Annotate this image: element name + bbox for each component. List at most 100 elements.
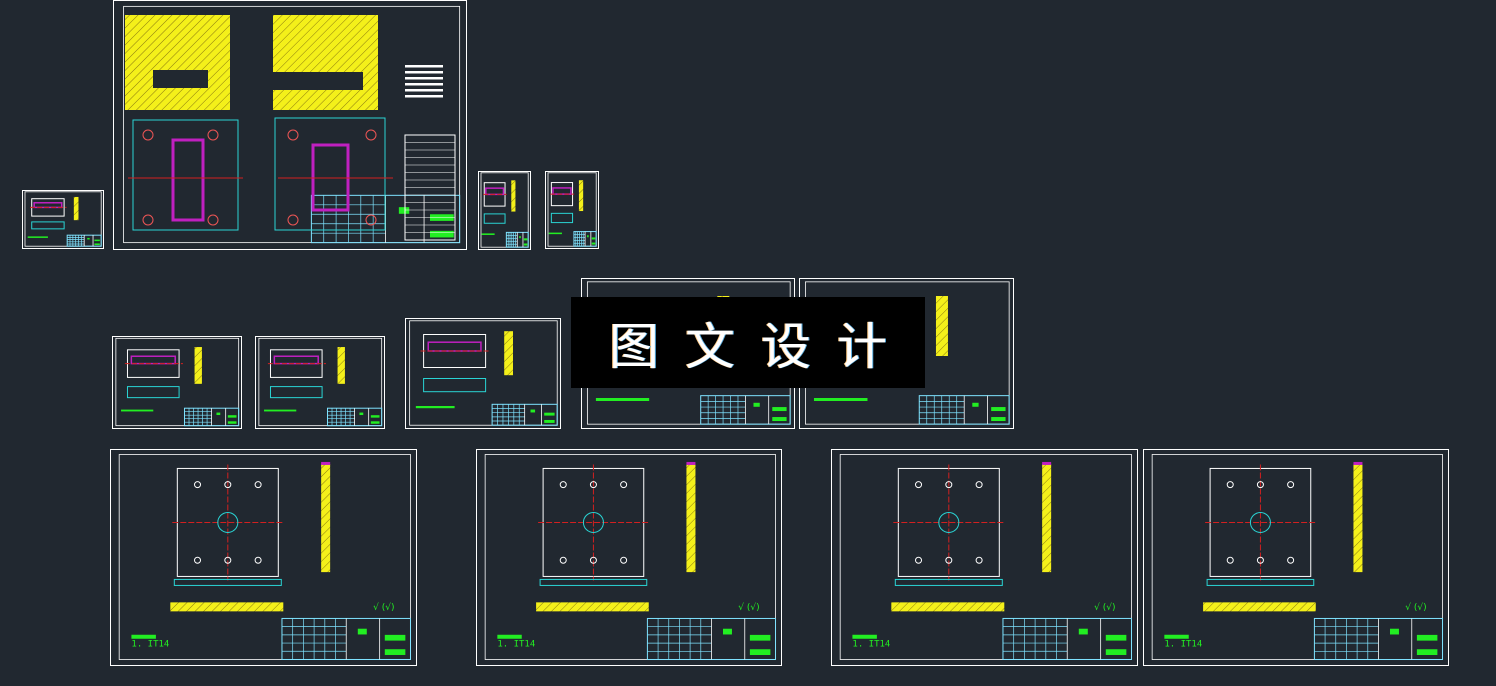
- sheet-mold-assembly[interactable]: [113, 0, 467, 250]
- notes-text: [813, 398, 868, 401]
- dimension-view: [31, 221, 65, 230]
- sheet-border: [545, 171, 599, 249]
- sheet-border: [22, 190, 104, 249]
- sheet-border: [110, 449, 417, 666]
- part-feature: [552, 187, 572, 195]
- section-label: [1353, 461, 1363, 465]
- dimension-view: [483, 213, 506, 224]
- section-view: [935, 296, 948, 356]
- part-name-text: [359, 412, 364, 416]
- notes-text: [481, 233, 495, 235]
- bolt-hole: [1256, 556, 1264, 564]
- sheet-inner-frame: [839, 454, 1132, 660]
- bolt-hole: [975, 556, 983, 564]
- title-block: [491, 403, 558, 426]
- part-feature: [33, 202, 63, 209]
- center-bore: [217, 511, 239, 533]
- tolerance-note: 1. IT14: [1164, 640, 1202, 650]
- notes-text: [415, 406, 455, 409]
- material-text: [991, 407, 1006, 412]
- surface-roughness-symbol: √ (√): [373, 602, 394, 613]
- material-text: [384, 634, 406, 641]
- bolt-hole: [254, 556, 262, 564]
- surface-roughness-symbol: √ (√): [1094, 602, 1115, 613]
- guide-pillar-hole: [142, 214, 154, 226]
- technical-requirements-text: [405, 77, 443, 80]
- section-label: [1042, 461, 1052, 465]
- part-name-text: [519, 236, 521, 239]
- sheet-inner-frame: [1151, 454, 1443, 660]
- sheet-plate-2[interactable]: 1. IT14√ (√): [476, 449, 782, 666]
- sheet-small-part-pin[interactable]: [545, 171, 599, 249]
- material-text: [749, 634, 771, 641]
- part-name-text: [530, 409, 536, 413]
- notes-text: [27, 236, 48, 238]
- bolt-hole: [975, 481, 983, 489]
- bolt-hole: [915, 556, 923, 564]
- tolerance-note: 1. IT14: [852, 640, 890, 650]
- drawing-number-text: [227, 421, 237, 424]
- sheet-border: [113, 0, 467, 250]
- bolt-hole: [194, 481, 202, 489]
- dimension-view: [550, 212, 574, 224]
- sheet-plate-4[interactable]: 1. IT14 √ (√): [1143, 449, 1449, 666]
- part-feature: [273, 355, 319, 365]
- plan-view-right: [274, 117, 386, 231]
- bolt-hole: [589, 556, 597, 564]
- bolt-hole: [620, 556, 628, 564]
- dimension-line: [173, 578, 282, 586]
- sheet-border: [476, 449, 782, 666]
- watermark-text: 图文设计: [609, 317, 913, 376]
- sheet-plate-3[interactable]: 1. IT14 √ (√): [831, 449, 1138, 666]
- sheet-part-b[interactable]: [255, 336, 385, 429]
- drawing-number-text: [370, 421, 380, 424]
- title-block: [1313, 617, 1444, 661]
- material-text: [1416, 634, 1438, 641]
- guide-pillar-hole: [287, 214, 299, 226]
- guide-pillar-hole: [287, 129, 299, 141]
- material-text: [591, 237, 596, 240]
- sheet-plate-1[interactable]: 1. IT14√ (√): [110, 449, 417, 666]
- part-feature: [485, 187, 505, 196]
- bolt-hole: [254, 481, 262, 489]
- notes-text: [548, 232, 562, 235]
- surface-roughness-symbol: √ (√): [1405, 602, 1426, 613]
- sheet-small-part-ring[interactable]: [478, 171, 531, 250]
- title-block: [183, 407, 240, 427]
- drawing-number-text: [523, 243, 528, 246]
- part-name-text: [722, 628, 732, 635]
- bolt-hole: [1287, 556, 1295, 564]
- sheet-part-a[interactable]: [112, 336, 242, 429]
- material-text: [523, 238, 528, 241]
- bolt-hole: [1287, 481, 1295, 489]
- material-text: [94, 239, 100, 242]
- drawing-number-text: [1416, 649, 1438, 655]
- part-name-text: [753, 402, 760, 407]
- section-view: [578, 180, 584, 212]
- sheet-part-c[interactable]: [405, 318, 561, 429]
- section-view: [511, 180, 516, 212]
- notes-text: [595, 398, 650, 401]
- sheet-border: [255, 336, 385, 429]
- material-text: [227, 415, 237, 418]
- bolt-hole: [945, 481, 953, 489]
- tolerance-note: 1. IT14: [497, 640, 535, 650]
- bolt-hole: [620, 481, 628, 489]
- section-label: [686, 461, 696, 465]
- notes-heading: [497, 634, 522, 639]
- dimension-view: [269, 386, 323, 399]
- sheet-inner-frame: [118, 454, 411, 660]
- notes-heading: [131, 634, 156, 639]
- notes-text: [121, 409, 154, 412]
- sheet-small-part-left[interactable]: [22, 190, 104, 249]
- notes-heading: [852, 634, 877, 639]
- title-block: [573, 231, 597, 247]
- section-view: [73, 196, 79, 221]
- title-block: [918, 395, 1010, 425]
- cavity-right: [273, 72, 363, 90]
- material-text: [544, 412, 555, 416]
- bolt-hole: [1256, 481, 1264, 489]
- part-name-text: [587, 235, 589, 238]
- sheet-inner-frame: [484, 454, 776, 660]
